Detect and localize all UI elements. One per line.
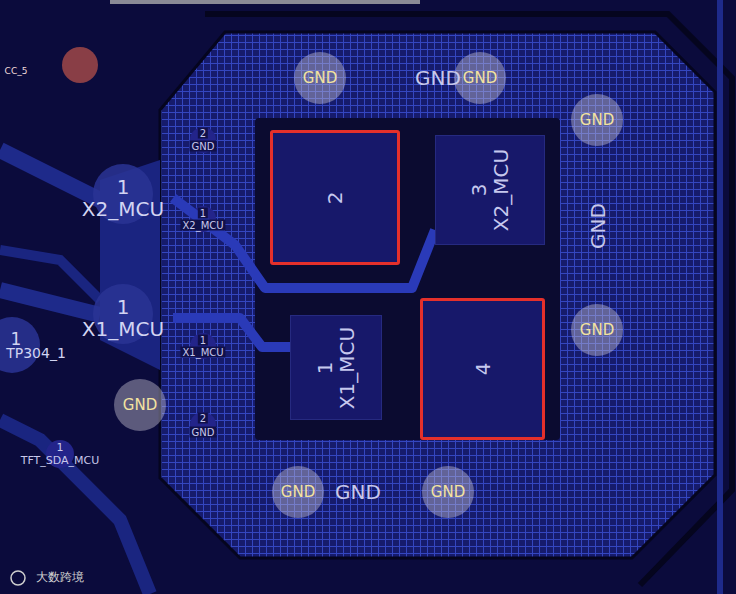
text-stack: GND bbox=[123, 397, 157, 414]
track bbox=[0, 150, 100, 200]
watermark-logo bbox=[11, 571, 25, 585]
watermark: 大数跨境 bbox=[36, 571, 84, 584]
small-pad bbox=[190, 127, 216, 153]
pad-label: X1_MCU bbox=[336, 326, 358, 408]
text-stack: 3X2_MCU bbox=[468, 149, 512, 231]
net-label: GND bbox=[580, 112, 614, 129]
small-pad bbox=[190, 412, 216, 438]
net-label: 1 bbox=[82, 296, 164, 318]
net-label: TFT_SDA_MCU bbox=[21, 455, 100, 467]
net-label: GND bbox=[431, 484, 465, 501]
top-bar bbox=[110, 0, 420, 4]
pad-label: 2 bbox=[324, 191, 346, 204]
net-label: 2 bbox=[198, 413, 208, 424]
via-pad: GND bbox=[294, 52, 346, 104]
pad-label: 3 bbox=[468, 149, 490, 231]
highlighted-pad: 4 bbox=[420, 298, 545, 440]
text-stack: GND bbox=[303, 70, 337, 87]
text-stack: GND bbox=[431, 484, 465, 501]
smd-pad: 3X2_MCU bbox=[435, 135, 545, 245]
via-pad: GND bbox=[114, 379, 166, 431]
net-label: GND bbox=[281, 484, 315, 501]
net-label: GND bbox=[415, 67, 461, 89]
via-pad: GND bbox=[454, 52, 506, 104]
net-label: X1_MCU bbox=[82, 318, 164, 340]
smd-pad: 1X1_MCU bbox=[290, 315, 382, 420]
net-label: GND bbox=[303, 70, 337, 87]
via-pad: GND bbox=[571, 94, 623, 146]
test-pad bbox=[0, 317, 40, 373]
net-label: 2 bbox=[198, 128, 208, 139]
net-label: X2_MCU bbox=[180, 220, 225, 231]
net-label: 1 bbox=[57, 442, 64, 454]
highlighted-pad: 2 bbox=[270, 130, 400, 265]
pad-label: 1 bbox=[314, 326, 336, 408]
text-stack: 1X2_MCU bbox=[82, 176, 164, 220]
gnd-pour bbox=[160, 32, 715, 558]
net-label: GND bbox=[123, 397, 157, 414]
via-symbol bbox=[62, 47, 98, 83]
via-pad: GND bbox=[422, 466, 474, 518]
net-label: GND bbox=[190, 141, 217, 152]
net-label: CC_5 bbox=[5, 67, 28, 77]
track bbox=[0, 290, 100, 315]
text-stack: GND bbox=[281, 484, 315, 501]
test-point-pad: 1X1_MCU bbox=[73, 291, 173, 345]
text-stack: GND bbox=[463, 70, 497, 87]
text-stack: 1X1_MCU bbox=[82, 296, 164, 340]
pad-label: X2_MCU bbox=[490, 149, 512, 231]
net-label: 1 bbox=[82, 176, 164, 198]
net-label: X2_MCU bbox=[82, 198, 164, 220]
via-pad: GND bbox=[571, 304, 623, 356]
via-pad: GND bbox=[272, 466, 324, 518]
net-label: X1_MCU bbox=[180, 347, 225, 358]
net-label: GND bbox=[335, 481, 381, 503]
net-label: GND bbox=[190, 427, 217, 438]
net-label: 1 bbox=[198, 335, 208, 346]
text-stack: GND bbox=[580, 112, 614, 129]
net-label: GND bbox=[580, 322, 614, 339]
text-stack: 1X1_MCU bbox=[314, 326, 358, 408]
track bbox=[717, 0, 723, 594]
net-label: GND bbox=[463, 70, 497, 87]
net-label: 1 bbox=[198, 208, 208, 219]
copper-trace bbox=[173, 318, 290, 347]
track bbox=[0, 420, 150, 594]
pad-label: 4 bbox=[472, 363, 494, 376]
text-stack: 4 bbox=[472, 363, 494, 376]
text-stack: GND bbox=[580, 322, 614, 339]
track bbox=[0, 250, 100, 300]
net-label: GND bbox=[587, 203, 609, 249]
text-stack: 2 bbox=[324, 191, 346, 204]
pad-clearance bbox=[255, 118, 560, 440]
net-label: TP304_1 bbox=[6, 346, 66, 361]
test-point-pad: 1X2_MCU bbox=[73, 171, 173, 225]
